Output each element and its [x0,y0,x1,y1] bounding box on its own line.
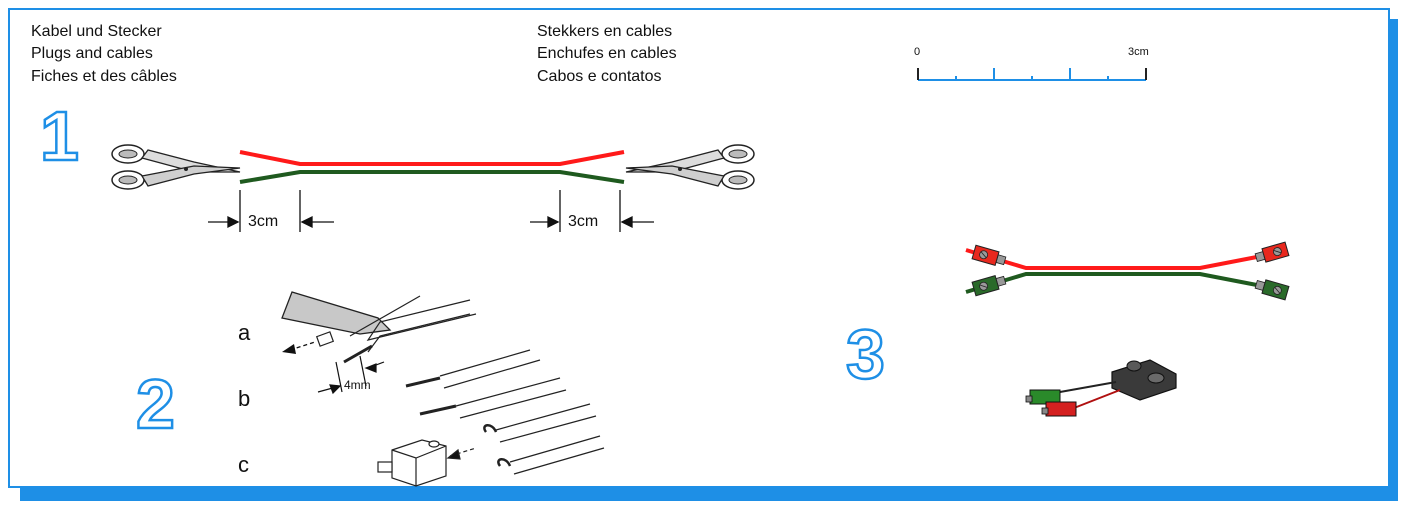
dimension-left-label: 3cm [248,213,279,230]
strip-length-label: 4mm [344,378,371,392]
title-en: Plugs and cables [31,45,153,62]
step1-cable [239,150,625,184]
step2a-knife-stripping [281,291,477,364]
ruler-end-label: 3cm [1128,46,1149,58]
dimension-4mm [317,355,385,395]
dimension-right-label: 3cm [568,213,599,230]
dimension-right [530,190,654,232]
title-pt: Cabos e contatos [537,68,662,85]
step-number-1: 1 [40,97,79,175]
step2-label-b: b [238,386,251,411]
step3-finished-cable [965,248,1263,294]
plug-green-left-icon [971,272,1008,297]
step2-label-a: a [238,320,251,345]
ruler [917,68,1147,81]
dimension-left [208,190,334,232]
step3-connector-block [1025,359,1177,417]
scissors-left-icon [111,144,241,190]
step-number-2: 2 [136,365,175,443]
plug-red-right-icon [1253,241,1290,265]
title-fr: Fiches et des câbles [31,68,177,85]
step2c-plug-assembly [377,403,605,487]
step-number-3: 3 [846,315,885,393]
step2-label-c: c [238,452,249,477]
ruler-start-label: 0 [914,46,921,58]
title-nl: Stekkers en cables [537,23,673,40]
instruction-panel [8,8,1390,488]
plug-red-left-icon [971,244,1008,269]
title-de: Kabel und Stecker [31,23,162,40]
step2b-stripped-wires [405,349,567,419]
plug-green-right-icon [1253,277,1290,301]
title-es: Enchufes en cables [537,45,677,62]
scissors-right-icon [625,144,755,190]
